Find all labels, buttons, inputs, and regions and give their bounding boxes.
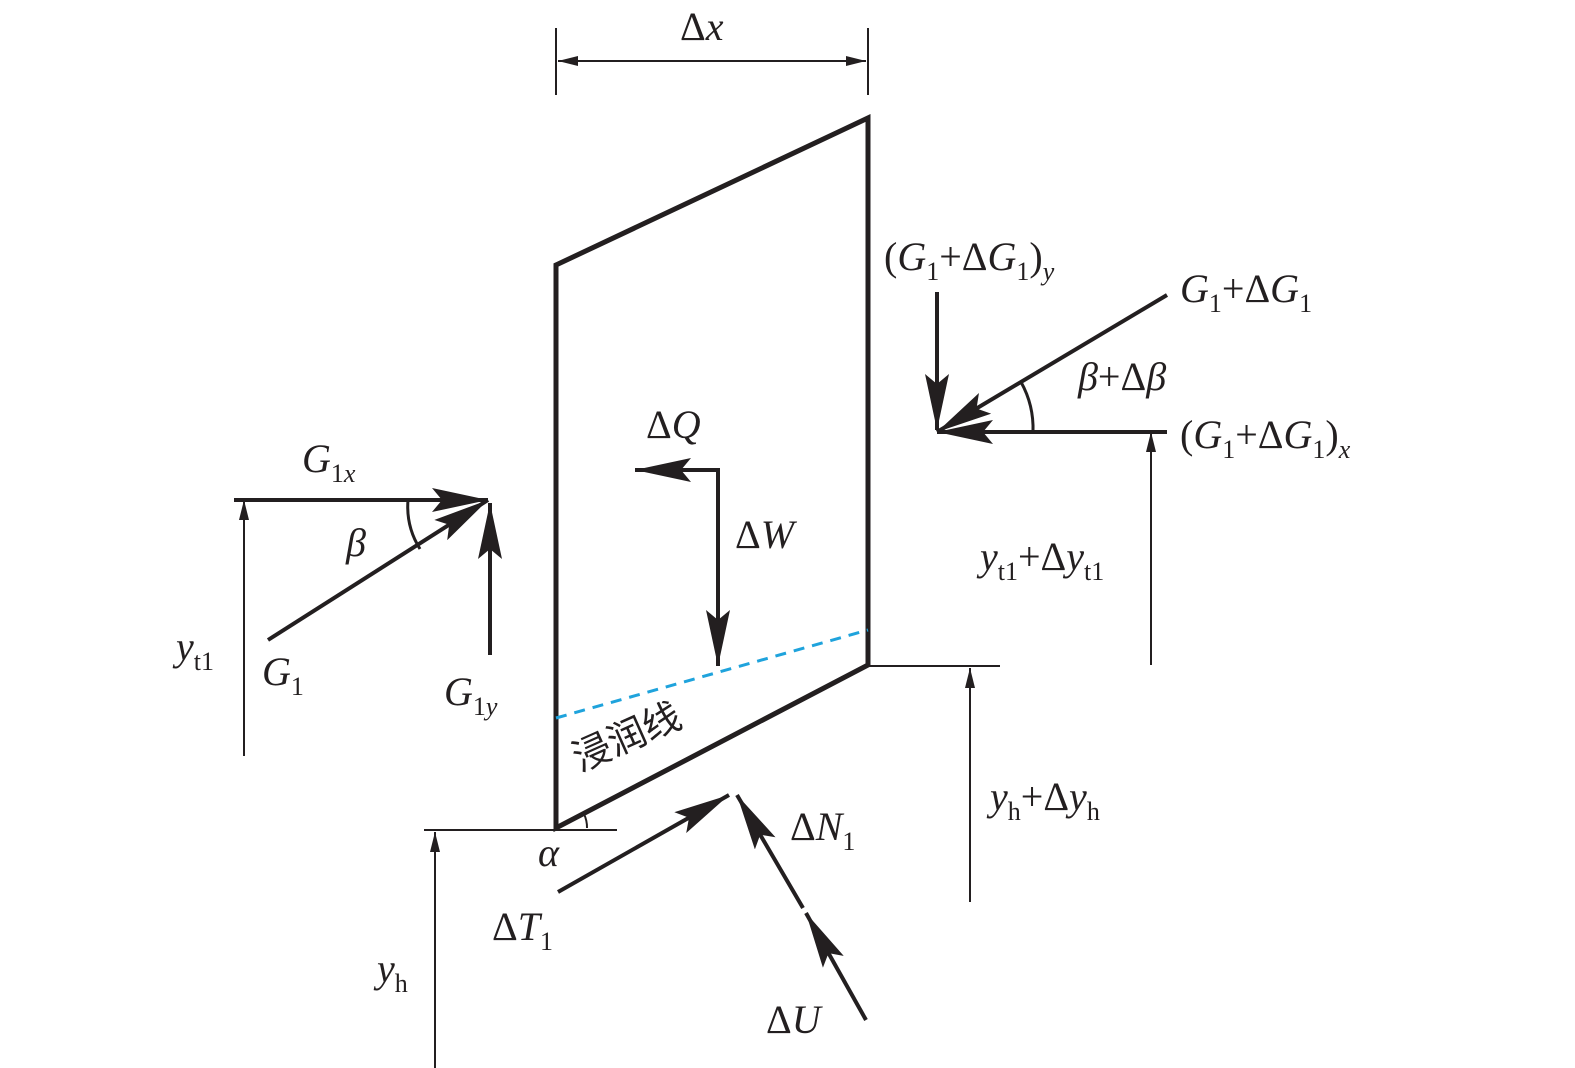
g1-label: G1 <box>262 649 304 701</box>
g1dg1-label: G1+ΔG1 <box>1180 266 1312 318</box>
yt1-dyt1-label: yt1+Δyt1 <box>976 534 1104 586</box>
beta-dbeta-angle-arc <box>1019 381 1035 433</box>
g1dg1-y-label: (G1+ΔG1)y <box>884 234 1055 286</box>
du-arrow <box>804 912 868 1021</box>
right-interslice-force <box>925 292 1169 444</box>
slice-outline <box>553 114 871 833</box>
dw-label: ΔW <box>735 512 798 557</box>
beta-label: β <box>345 520 366 565</box>
base-forces <box>557 793 868 1021</box>
g1dg1-x-label: (G1+ΔG1)x <box>1180 412 1351 464</box>
body-forces <box>635 458 730 666</box>
yt1-label: yt1 <box>172 624 214 676</box>
beta-angle-arc <box>406 499 422 550</box>
dn1-arrow <box>735 793 805 910</box>
yh-dyh-label: yh+Δyh <box>986 774 1100 826</box>
left-interslice-force <box>234 488 502 655</box>
du-label: ΔU <box>766 997 824 1042</box>
beta-dbeta-label: β+Δβ <box>1077 354 1166 399</box>
dx-label: Δx <box>680 4 724 49</box>
g1dg1-arrow <box>935 293 1169 434</box>
dq-dw-connector <box>688 468 720 595</box>
slice-polygon <box>553 114 871 833</box>
dt1-label: ΔT1 <box>492 904 553 956</box>
dq-label: ΔQ <box>646 402 701 447</box>
alpha-label: α <box>538 830 560 875</box>
dt1-arrow <box>557 793 730 894</box>
g1-arrow <box>266 498 490 642</box>
yh-label: yh <box>373 946 408 998</box>
alpha-angle-arc <box>583 813 589 829</box>
dx-dimension <box>555 28 869 95</box>
g1x-label: G1x <box>302 436 356 488</box>
phreatic-line <box>555 628 869 720</box>
dn1-label: ΔN1 <box>790 804 855 856</box>
g1y-label: G1y <box>444 669 498 721</box>
